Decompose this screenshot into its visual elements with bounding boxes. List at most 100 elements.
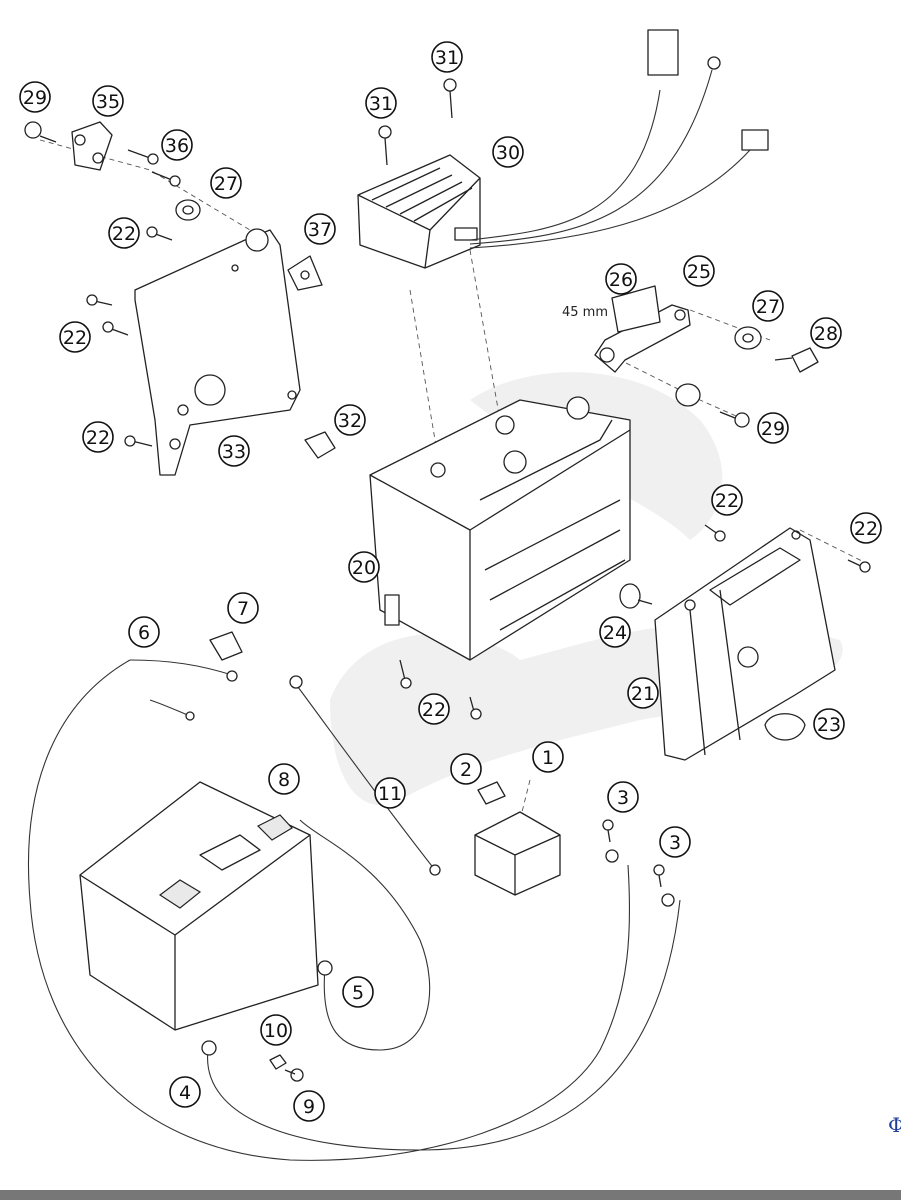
callout-26: 26 xyxy=(605,263,637,295)
callout-2: 2 xyxy=(450,753,482,785)
callout-circle xyxy=(813,708,845,740)
callout-circle xyxy=(108,217,140,249)
callout-number: 21 xyxy=(631,683,655,705)
callout-27: 27 xyxy=(210,167,242,199)
callout-circle xyxy=(810,317,842,349)
callout-11: 11 xyxy=(374,777,406,809)
callout-circle xyxy=(605,263,637,295)
callout-25: 25 xyxy=(683,255,715,287)
callout-33: 33 xyxy=(218,435,250,467)
mounting-bracket-33 xyxy=(134,228,301,476)
callout-circle xyxy=(450,753,482,785)
callout-27: 27 xyxy=(752,290,784,322)
callout-1: 1 xyxy=(532,741,564,773)
dimension-label: 45 mm xyxy=(562,305,608,320)
corner-mark: Φ xyxy=(888,1113,901,1137)
callout-22: 22 xyxy=(850,512,882,544)
callout-37: 37 xyxy=(304,213,336,245)
callout-number: 22 xyxy=(715,490,739,512)
callout-number: 10 xyxy=(264,1020,288,1042)
callout-circle xyxy=(627,677,659,709)
callout-circle xyxy=(599,616,631,648)
callout-6: 6 xyxy=(128,616,160,648)
callout-number: 26 xyxy=(609,269,633,291)
callout-number: 22 xyxy=(422,699,446,721)
starter-relay-1 xyxy=(474,811,561,896)
nut-10 xyxy=(269,1054,287,1070)
bottom-rule xyxy=(0,1190,901,1200)
callout-number: 8 xyxy=(278,769,290,791)
battery-box-20 xyxy=(369,396,631,661)
callout-number: 3 xyxy=(617,787,629,809)
callout-number: 23 xyxy=(817,714,841,736)
callout-number: 37 xyxy=(308,219,332,241)
callout-4: 4 xyxy=(169,1076,201,1108)
callout-36: 36 xyxy=(161,129,193,161)
callout-circle xyxy=(757,412,789,444)
callout-circle xyxy=(711,484,743,516)
callout-3: 3 xyxy=(607,781,639,813)
callout-number: 35 xyxy=(96,91,120,113)
callout-number: 28 xyxy=(814,323,838,345)
strap-26 xyxy=(611,285,661,333)
callout-31: 31 xyxy=(365,87,397,119)
cable-clip-32 xyxy=(304,431,336,459)
fuse-2 xyxy=(477,781,506,805)
callout-number: 31 xyxy=(369,93,393,115)
callout-circle xyxy=(492,136,524,168)
callout-number: 2 xyxy=(460,759,472,781)
callout-9: 9 xyxy=(293,1090,325,1122)
callout-number: 22 xyxy=(854,518,878,540)
callout-number: 36 xyxy=(165,135,189,157)
grommet-27-right xyxy=(734,326,762,350)
battery-holder-21 xyxy=(654,527,836,761)
callout-number: 25 xyxy=(687,261,711,283)
screws-36 xyxy=(127,149,181,187)
callout-30: 30 xyxy=(492,136,524,168)
bracket-25 xyxy=(594,304,691,373)
regulator-wiring xyxy=(469,29,769,249)
callout-circle xyxy=(82,421,114,453)
callout-number: 20 xyxy=(352,557,376,579)
callout-circle xyxy=(227,592,259,624)
clamp-23 xyxy=(764,713,806,741)
bolts-31 xyxy=(378,78,457,166)
callout-circle xyxy=(532,741,564,773)
cables xyxy=(27,659,681,1161)
callout-28: 28 xyxy=(810,317,842,349)
callout-22: 22 xyxy=(108,217,140,249)
callout-circle xyxy=(293,1090,325,1122)
callout-circle xyxy=(607,781,639,813)
callout-circle xyxy=(304,213,336,245)
callout-7: 7 xyxy=(227,592,259,624)
callout-circle xyxy=(59,321,91,353)
rubber-mount-24 xyxy=(619,583,653,609)
callout-number: 4 xyxy=(179,1082,191,1104)
callout-number: 29 xyxy=(23,87,47,109)
callout-21: 21 xyxy=(627,677,659,709)
callout-circle xyxy=(683,255,715,287)
callout-circle xyxy=(348,551,380,583)
callout-29: 29 xyxy=(757,412,789,444)
callout-29: 29 xyxy=(19,81,51,113)
grommet-27-left xyxy=(175,199,201,221)
callout-circle xyxy=(334,404,366,436)
callout-24: 24 xyxy=(599,616,631,648)
callout-number: 9 xyxy=(303,1096,315,1118)
callout-22: 22 xyxy=(82,421,114,453)
callout-31: 31 xyxy=(431,41,463,73)
callout-5: 5 xyxy=(342,976,374,1008)
callout-circle xyxy=(659,826,691,858)
clip-37 xyxy=(287,255,323,291)
voltage-regulator-30 xyxy=(357,154,481,269)
callout-circle xyxy=(342,976,374,1008)
callout-circle xyxy=(169,1076,201,1108)
callout-circle xyxy=(92,85,124,117)
callout-circle xyxy=(268,763,300,795)
grommet-29-right xyxy=(675,383,750,428)
callout-number: 5 xyxy=(352,982,364,1004)
callout-number: 7 xyxy=(237,598,249,620)
callout-10: 10 xyxy=(260,1014,292,1046)
callout-number: 27 xyxy=(214,173,238,195)
